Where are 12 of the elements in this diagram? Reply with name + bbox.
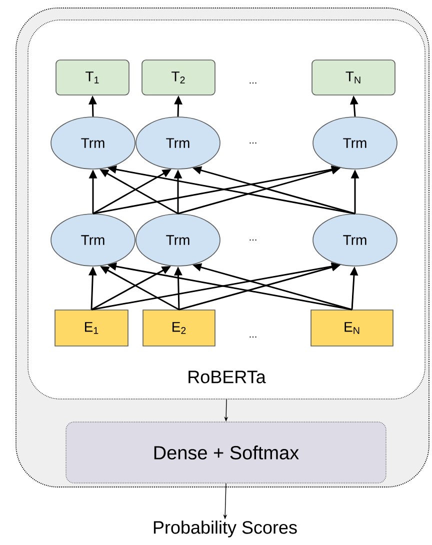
output-box: T$_{N}$ <box>312 60 396 96</box>
embedding-box: E$_{1}$ <box>54 310 128 346</box>
output-box: T$_{2}$ <box>142 60 216 96</box>
ellipsis: ... <box>250 142 256 144</box>
ellipsis: ... <box>250 239 256 241</box>
embedding-box: E$_{N}$ <box>310 310 394 346</box>
output-box: T$_{1}$ <box>56 60 130 96</box>
ellipsis: ... <box>250 336 256 338</box>
ellipsis: ... <box>250 82 256 84</box>
output-label: Probability Scores <box>154 520 297 538</box>
embedding-box: E$_{2}$ <box>142 310 216 346</box>
dense-layer-box: Dense + Softmax <box>66 422 386 484</box>
